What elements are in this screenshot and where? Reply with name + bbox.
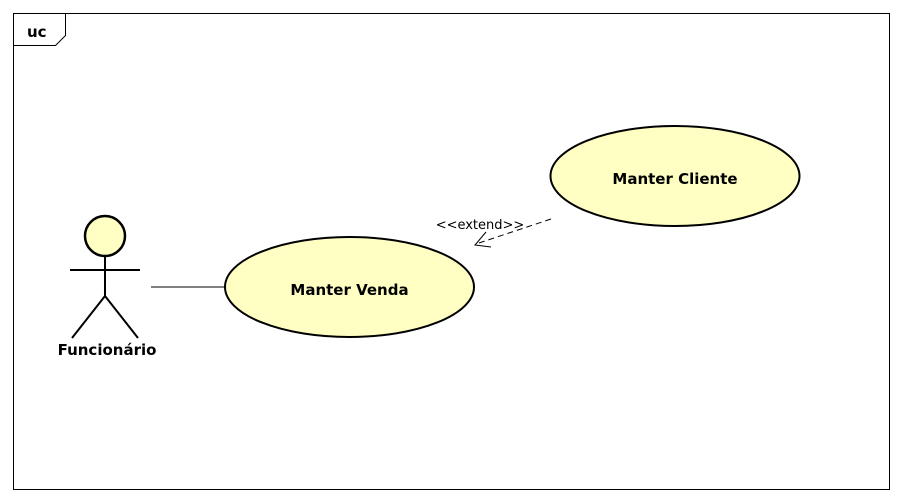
frame-label: uc [27, 23, 47, 41]
use-case-ellipse [224, 236, 475, 338]
extend-stereotype-label: <<extend>> [436, 218, 525, 233]
actor-funcionario[interactable]: Funcionário [58, 214, 157, 359]
actor-left-leg [71, 295, 106, 339]
use-case-manter-venda[interactable]: Manter Venda [224, 236, 475, 338]
extend-dashed-line [475, 218, 552, 245]
frame-label-tab [13, 13, 66, 46]
use-case-label: Manter Venda [290, 281, 408, 299]
actor-head [83, 214, 127, 258]
use-case-label: Manter Cliente [612, 170, 737, 188]
use-case-ellipse [549, 125, 801, 227]
extend-arrowhead [474, 231, 492, 248]
use-case-manter-cliente[interactable]: Manter Cliente [549, 125, 801, 227]
diagram-frame [13, 13, 890, 490]
actor-name: Funcionário [58, 341, 157, 359]
actor-right-leg [104, 295, 139, 339]
extend-relation[interactable]: <<extend>> [436, 218, 552, 248]
